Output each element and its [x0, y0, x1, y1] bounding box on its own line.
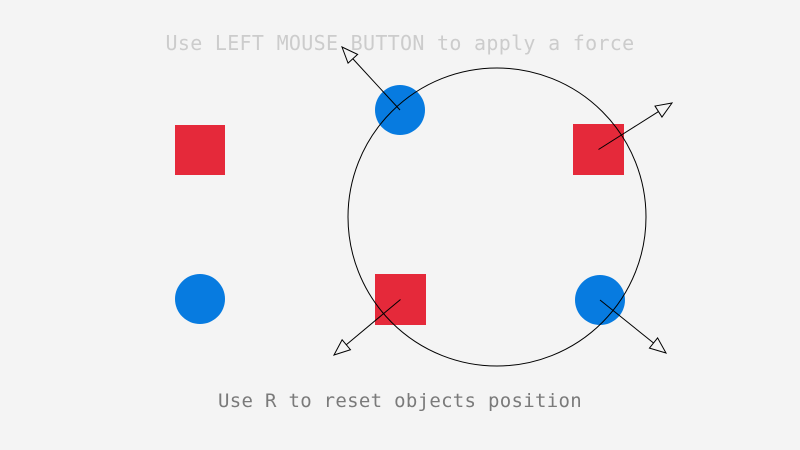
red-box-left[interactable]: [175, 125, 225, 175]
force-arrow-line-blue-ball-right: [599, 299, 654, 344]
force-arrow-head-blue-ball-top: [341, 46, 359, 65]
force-arrow-line-red-box-right: [598, 111, 659, 150]
force-arrow-head-blue-ball-right: [648, 337, 668, 354]
force-arrow-line-red-box-center: [345, 299, 401, 346]
force-arrow-head-red-box-right: [654, 102, 674, 118]
blue-ball-left[interactable]: [175, 274, 225, 324]
force-arrow-head-red-box-center: [332, 338, 352, 356]
boundary-circle-outline: [347, 67, 647, 367]
force-arrow-line-blue-ball-top: [352, 58, 401, 111]
